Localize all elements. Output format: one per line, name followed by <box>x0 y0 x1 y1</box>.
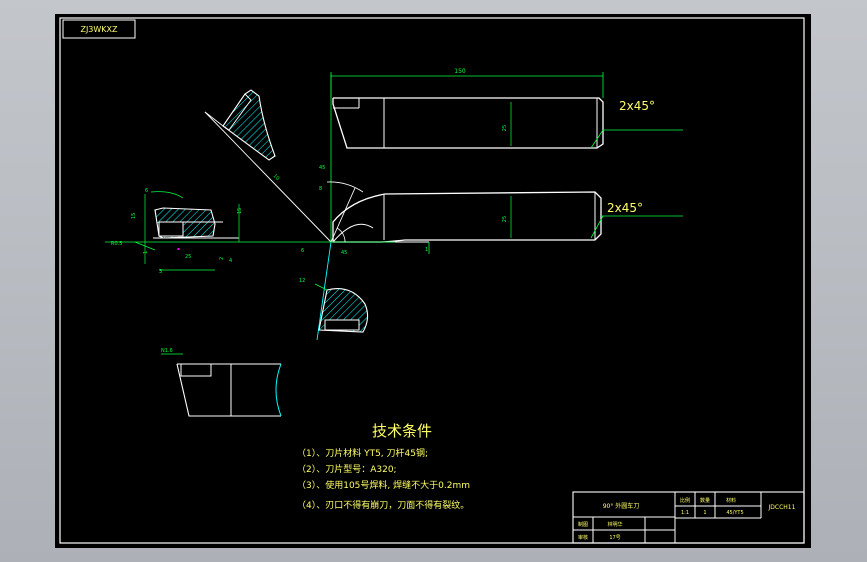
drawing-canvas: ZJ3WKXZ 150 25 2x45° <box>55 14 811 548</box>
cad-drawing: ZJ3WKXZ 150 25 2x45° <box>59 17 805 544</box>
section-dim-d: 1 <box>143 251 149 254</box>
angle-c-label: 10 <box>272 173 281 182</box>
detail-view: N1.6 <box>161 348 282 417</box>
angle-d-label: 6 <box>301 248 304 254</box>
angle-b-label: 8 <box>319 186 322 192</box>
section-dim-c: 15 <box>237 208 243 214</box>
section-dim-e: 2 <box>219 257 225 260</box>
chamfer-label-top: 2x45° <box>619 99 655 113</box>
angle-a-label: 45 <box>319 165 325 171</box>
section-upper-left <box>204 89 276 161</box>
title-block: 90° 外圆车刀 比例 数量 材料 1:1 1 45/YT5 JDCCH11 制… <box>572 491 805 544</box>
title-col-c: 材料 <box>726 497 736 504</box>
label-box <box>62 19 136 39</box>
height-dimension-top: 25 <box>502 125 508 131</box>
section-dim-a: 6 <box>145 188 148 194</box>
title-val-c: 45/YT5 <box>726 510 743 516</box>
angle-e-label: 45 <box>341 250 347 256</box>
title-col-b: 数量 <box>700 497 710 504</box>
chamfer-label-bottom: 2x45° <box>607 201 643 215</box>
tool-bottom-view: 25 2x45° 1 <box>332 191 683 254</box>
note-item-3: （3）、使用105号焊料, 焊缝不大于0.2mm <box>297 479 470 491</box>
notes-heading: 技术条件 <box>372 422 432 440</box>
tool-top-view: 150 25 2x45° <box>330 68 683 149</box>
title-row2-value: 17号 <box>609 535 620 541</box>
section-dim-i: 4 <box>229 258 232 264</box>
small-dimension: 1 <box>425 247 428 253</box>
technical-notes: 技术条件 （1）、刀片材料 YT5, 刀杆45钢; （2）、刀片型号：A320;… <box>297 422 470 511</box>
section-lower: 12 <box>299 278 369 333</box>
title-row1-value: 林明华 <box>607 521 622 528</box>
title-code: JDCCH11 <box>768 504 796 511</box>
title-name: 90° 外圆车刀 <box>603 502 640 510</box>
section-left: 6 15 15 1 2 25 R0.5 3 4 ▪ <box>111 188 243 275</box>
section-dim-f: 25 <box>185 254 191 260</box>
lower-angle-label: 12 <box>299 278 305 284</box>
height-dimension-bottom: 25 <box>502 216 508 222</box>
note-item-2: （2）、刀片型号：A320; <box>297 463 397 475</box>
detail-dimension: N1.6 <box>161 348 173 354</box>
label-box-text: ZJ3WKXZ <box>80 25 118 34</box>
note-item-1: （1）、刀片材料 YT5, 刀杆45钢; <box>297 447 428 459</box>
title-row1-label: 制图 <box>578 521 588 528</box>
angle-construction: 45 8 10 6 45 <box>105 74 395 341</box>
title-val-b: 1 <box>703 510 706 516</box>
section-dim-g: R0.5 <box>111 241 122 247</box>
section-mark: ▪ <box>177 246 180 251</box>
title-col-a: 比例 <box>680 497 690 504</box>
section-dim-h: 3 <box>159 269 162 275</box>
section-dim-b: 15 <box>131 213 137 219</box>
drawing-border <box>59 17 805 544</box>
title-val-a: 1:1 <box>681 510 689 516</box>
title-row2-label: 审核 <box>578 534 588 541</box>
note-item-4: （4）、刃口不得有崩刀，刀面不得有裂纹。 <box>297 499 469 511</box>
length-dimension: 150 <box>454 68 466 75</box>
